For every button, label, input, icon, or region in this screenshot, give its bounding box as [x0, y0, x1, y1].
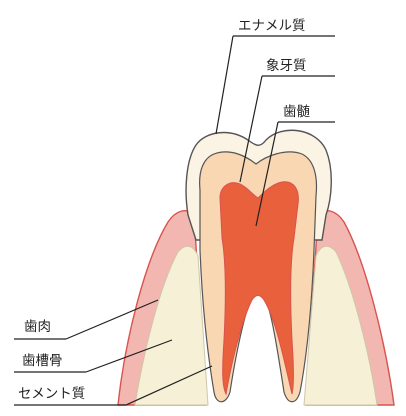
leader-line-alveolar-bone — [85, 339, 173, 373]
label-gum: 歯肉 — [24, 319, 51, 335]
alveolar-bone — [134, 245, 378, 406]
label-pulp: 歯髄 — [283, 104, 310, 120]
label-dentin: 象牙質 — [266, 58, 307, 74]
pulp-cavity — [219, 181, 299, 396]
leader-line-gum — [65, 299, 159, 340]
leader-line-pulp — [255, 121, 279, 227]
leader-line-cementum — [125, 365, 213, 406]
label-alveolar-bone: 歯槽骨 — [22, 353, 63, 369]
label-enamel: エナメル質 — [238, 18, 306, 34]
label-cementum: セメント質 — [18, 386, 85, 402]
leader-line-enamel — [215, 35, 234, 135]
leader-line-dentin — [239, 75, 263, 183]
